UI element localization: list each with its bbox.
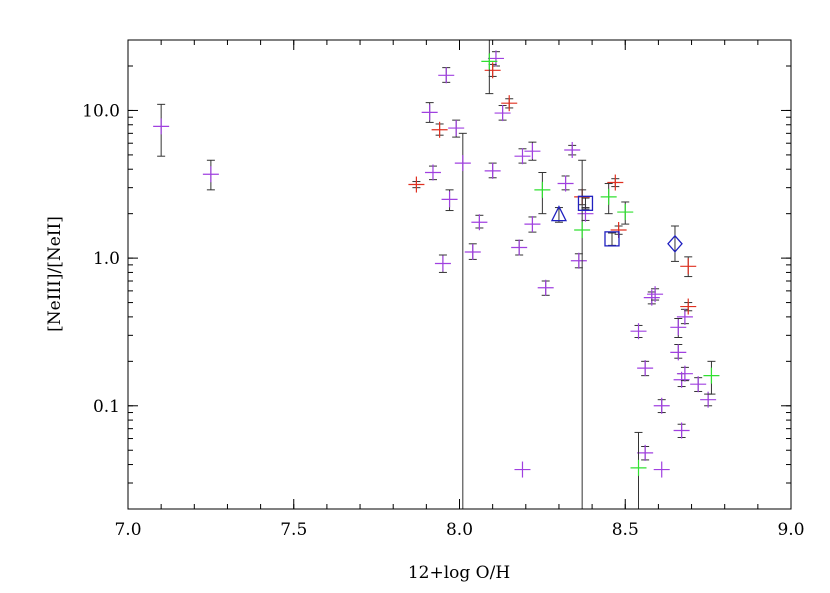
data-point — [703, 360, 720, 395]
square-marker — [577, 195, 594, 211]
data-point — [643, 289, 660, 306]
data-point — [421, 102, 438, 123]
data-point — [637, 360, 654, 377]
data-point — [484, 162, 501, 179]
x-axis-label: 12+log O/H — [408, 563, 510, 583]
data-point — [577, 195, 594, 211]
data-point — [441, 189, 458, 212]
y-axis-label: [NeIII]/[NeII] — [45, 216, 65, 332]
data-point — [471, 214, 488, 231]
data-point — [690, 376, 707, 393]
square-marker — [604, 231, 620, 247]
data-point — [534, 172, 551, 215]
data-point — [511, 239, 528, 256]
data-point — [481, 39, 498, 95]
x-tick-label: 8.0 — [446, 520, 473, 540]
data-point — [653, 397, 670, 414]
axis-ticks: 7.0 7.5 8.0 8.5 9.0 0.1 1.0 10.0 — [82, 39, 805, 540]
data-point — [647, 286, 664, 303]
data-point — [438, 67, 455, 84]
data-point — [487, 50, 504, 67]
x-tick-label: 7.5 — [280, 520, 307, 540]
x-tick-label: 7.0 — [114, 520, 141, 540]
data-point — [454, 132, 471, 510]
x-tick-label: 8.5 — [612, 520, 639, 540]
data-point — [524, 216, 541, 233]
data-point — [501, 95, 518, 112]
data-point — [673, 422, 690, 439]
data-point — [653, 461, 670, 478]
y-tick-label: 0.1 — [93, 397, 120, 417]
data-point — [630, 323, 647, 340]
data-point — [464, 243, 481, 261]
data-point — [557, 175, 574, 192]
data-point — [570, 252, 587, 269]
data-point — [676, 308, 693, 325]
data-point — [676, 365, 693, 382]
data-point — [153, 103, 170, 157]
data-point — [524, 141, 541, 161]
data-point — [637, 444, 654, 461]
data-point — [448, 119, 465, 138]
data-point — [617, 201, 634, 225]
data-marks — [153, 39, 720, 510]
y-tick-label: 1.0 — [93, 249, 120, 269]
data-point — [670, 318, 687, 339]
data-point — [574, 159, 591, 510]
data-point — [670, 344, 687, 361]
data-point — [667, 225, 683, 262]
data-point — [202, 159, 219, 191]
data-point — [680, 298, 697, 315]
data-point — [408, 176, 425, 193]
data-point — [484, 62, 501, 79]
data-point — [537, 279, 554, 296]
data-point — [431, 121, 448, 138]
data-point — [514, 148, 531, 165]
data-point — [550, 205, 568, 223]
x-tick-label: 9.0 — [777, 520, 804, 540]
data-point — [494, 105, 511, 122]
data-point — [564, 141, 581, 158]
plot-frame — [127, 39, 792, 510]
data-point — [600, 183, 617, 215]
triangle-marker — [550, 205, 568, 222]
data-point — [434, 254, 451, 273]
diamond-marker — [667, 234, 683, 253]
data-point — [630, 431, 647, 510]
data-point — [607, 174, 624, 191]
data-point — [424, 164, 441, 181]
y-tick-label: 10.0 — [82, 101, 120, 121]
data-point — [680, 256, 697, 278]
data-point — [514, 461, 531, 478]
data-point — [604, 231, 620, 247]
